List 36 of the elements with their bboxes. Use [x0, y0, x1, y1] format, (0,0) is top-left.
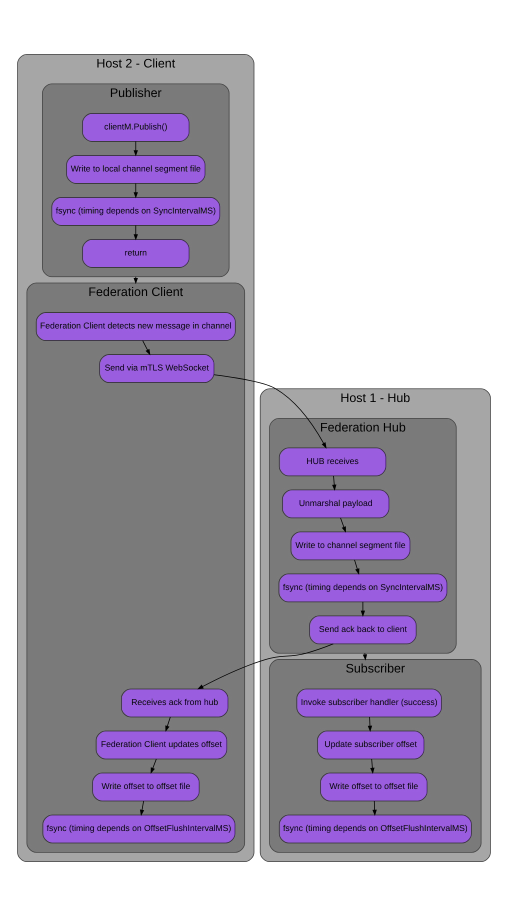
arrow — [134, 140, 138, 156]
node-box: HUB receives — [278, 447, 386, 476]
node-box: fsync (timing depends on OffsetFlushIntervalMS) — [278, 814, 472, 843]
node-box: Receives ack from hub — [121, 688, 228, 717]
node-box: Send ack back to client — [309, 615, 417, 644]
arrow — [354, 559, 360, 574]
arrow — [340, 517, 346, 532]
arrow — [360, 601, 366, 616]
arrow — [134, 224, 138, 240]
arrow — [332, 475, 336, 490]
arrow — [150, 758, 157, 774]
arrow — [134, 182, 138, 198]
node-box: Write to channel segment file — [290, 531, 410, 560]
node-box: fsync (timing depends on SyncIntervalMS) — [278, 573, 448, 602]
arrow — [197, 643, 334, 689]
arrow — [362, 652, 368, 660]
node-box: fsync (timing depends on SyncIntervalMS) — [51, 196, 220, 226]
node-box: Federation Client detects new message in channel — [36, 312, 236, 340]
arrow — [165, 716, 171, 732]
node-box: Unmarshal payload — [282, 489, 390, 518]
node-box: Write to local channel segment file — [66, 154, 206, 184]
arrow — [214, 374, 327, 448]
arrow — [370, 758, 375, 774]
node-box: Write offset to offset file — [92, 772, 200, 801]
node-box: Update subscriber offset — [317, 730, 424, 759]
arrow — [142, 340, 150, 355]
node-box: Invoke subscriber handler (success) — [296, 688, 442, 717]
node-box: Write offset to offset file — [320, 772, 428, 801]
arrow — [372, 800, 377, 816]
node-box: fsync (timing depends on OffsetFlushIntervalMS) — [42, 814, 236, 843]
node-box: clientM.Publish() — [82, 112, 190, 142]
arrow — [368, 716, 372, 732]
node-box: Federation Client updates offset — [96, 730, 228, 759]
node-box: Send via mTLS WebSocket — [99, 354, 214, 382]
node-box: return — [82, 238, 190, 268]
arrow — [140, 800, 144, 816]
